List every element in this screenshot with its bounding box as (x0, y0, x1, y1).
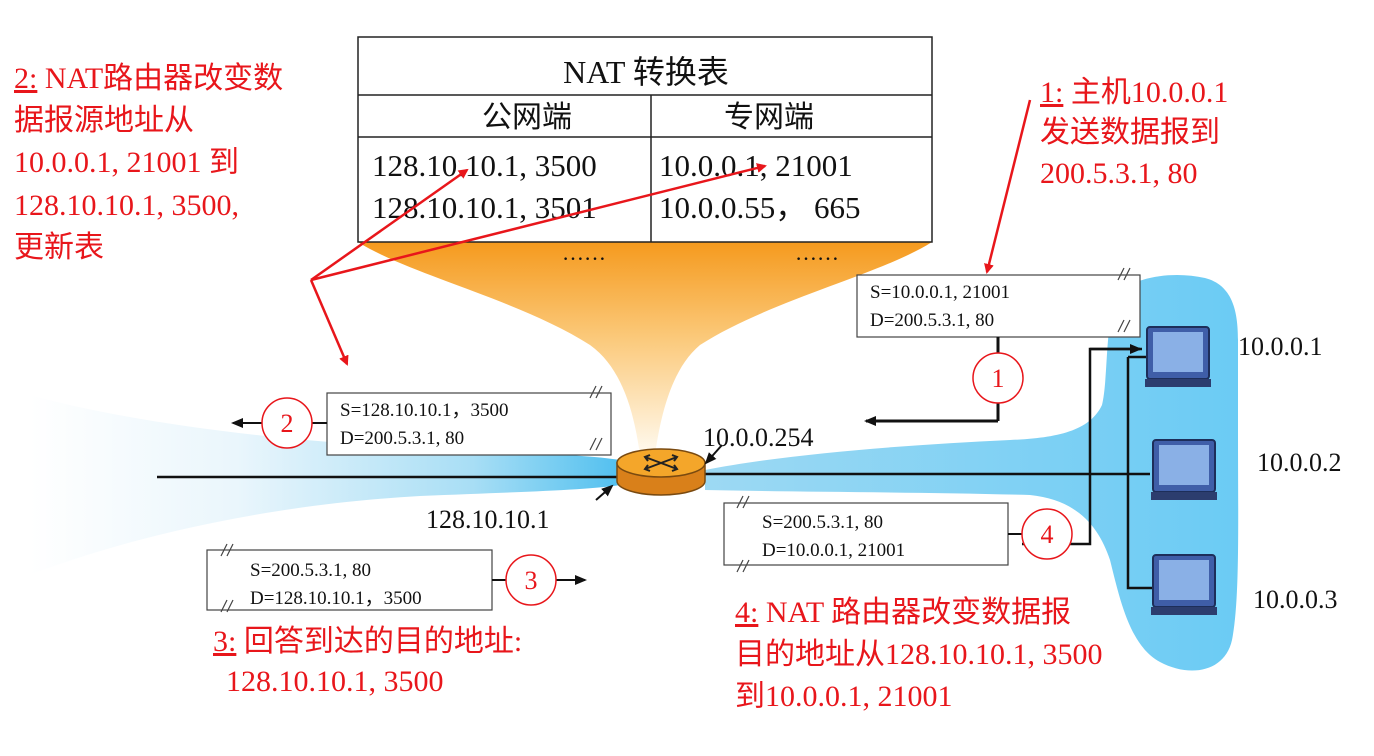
packet-2-source: S=128.10.10.1，3500 (340, 400, 509, 421)
host-computer-2 (1151, 439, 1217, 500)
router-wan-pointer (595, 484, 614, 501)
step-2-line-3: 10.0.0.1, 21001 到 (14, 146, 239, 179)
svg-text:1: 主机10.0.0.1: 1: 主机10.0.0.1 (1040, 76, 1228, 109)
step-2-line-5: 更新表 (14, 231, 104, 264)
column-header-private: 专网端 (724, 101, 814, 134)
packet-1-destination: D=200.5.3.1, 80 (870, 310, 994, 331)
packet-4-destination: D=10.0.0.1, 21001 (762, 540, 905, 561)
step-4-number: 4: (735, 596, 758, 629)
router-arrows-icon (643, 454, 679, 472)
nat-translation-table: NAT 转换表 公网端 专网端 128.10.10.1, 3500 10.0.0… (357, 36, 933, 265)
host3-address: 10.0.0.3 (1253, 585, 1338, 614)
step-4-text: NAT 路由器改变数据报 (758, 596, 1071, 629)
step-4-marker-label: 4 (1041, 520, 1054, 549)
step-1-marker (972, 352, 1024, 404)
step-3-text: 回答到达的目的地址: (236, 625, 522, 658)
packet-4-source: S=200.5.3.1, 80 (762, 512, 883, 533)
table-cell: 128.10.10.1, 3500 (372, 148, 597, 183)
table-ellipsis: …… (562, 240, 606, 265)
packet-3: S=200.5.3.1, 80 D=128.10.10.1，3500 (206, 543, 493, 613)
step-2-marker-label: 2 (281, 409, 294, 438)
step-4-annotation: 4: NAT 路由器改变数据报 目的地址从128.10.10.1, 3500 到… (735, 596, 1103, 713)
step-4-line-2: 目的地址从128.10.10.1, 3500 (735, 638, 1103, 671)
step-2-line-2: 据报源地址从 (14, 104, 194, 137)
svg-text:2: NAT路由器改变数: 2: NAT路由器改变数 (14, 62, 283, 95)
step-2-text: NAT路由器改变数 (37, 62, 283, 95)
table-ellipsis: …… (795, 240, 839, 265)
step-3-line-2: 128.10.10.1, 3500 (226, 665, 444, 698)
svg-text:4: NAT 路由器改变数据报: 4: NAT 路由器改变数据报 (735, 596, 1071, 629)
packet-1-source: S=10.0.0.1, 21001 (870, 282, 1010, 303)
annotation-arrow (310, 168, 469, 282)
step-3-annotation: 3: 回答到达的目的地址: 128.10.10.1, 3500 (213, 625, 522, 698)
step-1-marker-label: 1 (992, 364, 1005, 393)
packet-2-destination: D=200.5.3.1, 80 (340, 428, 464, 449)
packet-3-source: S=200.5.3.1, 80 (250, 560, 371, 581)
table-title: NAT 转换表 (563, 54, 729, 90)
table-cell: 10.0.0.55， 665 (659, 190, 861, 225)
nat-router (616, 448, 706, 496)
step-1-line-2: 发送数据报到 (1040, 116, 1220, 149)
annotation-arrow (310, 163, 767, 282)
step-3-number: 3: (213, 625, 236, 658)
step-3-marker-label: 3 (525, 566, 538, 595)
lan-drop-1 (1126, 357, 1155, 590)
svg-text:3: 回答到达的目的地址:: 3: 回答到达的目的地址: (213, 625, 522, 658)
step-2-annotation: 2: NAT路由器改变数 据报源地址从 10.0.0.1, 21001 到 12… (14, 62, 283, 264)
host-computer-3 (1151, 554, 1217, 615)
host2-address: 10.0.0.2 (1257, 448, 1342, 477)
annotation-arrow (984, 99, 1032, 274)
column-header-public: 公网端 (482, 101, 572, 134)
step-2-line-4: 128.10.10.1, 3500, (14, 189, 239, 222)
annotation-arrow (309, 279, 349, 366)
step-4-marker (1021, 508, 1073, 560)
step-4-line-3: 到10.0.0.1, 21001 (735, 680, 953, 713)
router-lan-address: 10.0.0.254 (703, 423, 814, 452)
table-funnel (358, 242, 932, 455)
packet-3-destination: D=128.10.10.1，3500 (250, 588, 422, 609)
step-1-line-3: 200.5.3.1, 80 (1040, 157, 1198, 190)
host-computer-1 (1145, 326, 1211, 387)
table-cell: 10.0.0.1, 21001 (659, 148, 853, 183)
step-2-number: 2: (14, 62, 37, 95)
packet-1: S=10.0.0.1, 21001 D=200.5.3.1, 80 (856, 267, 1141, 338)
step-3-marker (505, 554, 557, 606)
packet-2: S=128.10.10.1，3500 D=200.5.3.1, 80 (326, 385, 612, 456)
step-1-text: 主机10.0.0.1 (1063, 76, 1228, 109)
packet-4: S=200.5.3.1, 80 D=10.0.0.1, 21001 (723, 495, 1009, 573)
step-1-annotation: 1: 主机10.0.0.1 发送数据报到 200.5.3.1, 80 (1040, 76, 1228, 190)
step-1-number: 1: (1040, 76, 1063, 109)
router-lan-pointer (704, 444, 723, 465)
host1-address: 10.0.0.1 (1238, 332, 1323, 361)
step-2-marker (261, 397, 313, 449)
table-cell: 128.10.10.1, 3501 (372, 190, 597, 225)
router-wan-address: 128.10.10.1 (426, 505, 550, 534)
public-network-region (30, 395, 620, 575)
